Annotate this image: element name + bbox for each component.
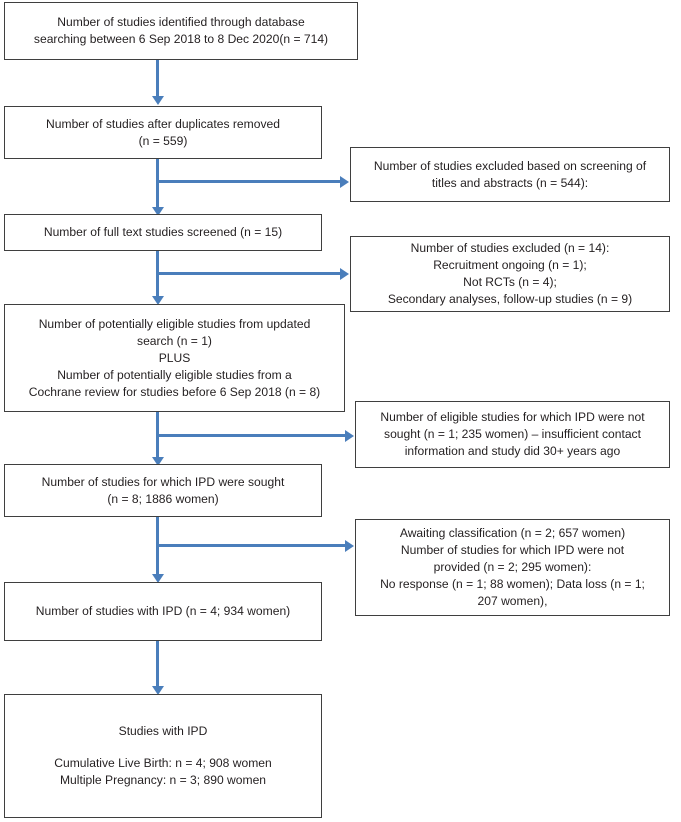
arrowhead-down	[151, 96, 164, 105]
box-ipd-not-provided: Awaiting classification (n = 2; 657 wome…	[355, 519, 670, 616]
box-line: Cumulative Live Birth: n = 4; 908 women	[54, 756, 272, 770]
branch-to-ipd-not-provided	[156, 544, 346, 547]
arrowhead-down	[151, 457, 164, 466]
box-line: titles and abstracts (n = 544):	[431, 175, 589, 190]
branch-to-ipd-not-sought	[156, 434, 346, 437]
connector-studies-with-ipd-to-outcomes	[156, 641, 159, 689]
box-line: 207 women),	[477, 594, 548, 608]
box-line: Number of studies for which IPD were not	[400, 543, 625, 557]
connector-fulltext-to-eligible	[156, 251, 159, 299]
box-line: Number of eligible studies for which IPD…	[380, 410, 645, 424]
connector-identified-to-duplicates	[156, 60, 159, 98]
box-line: Number of potentially eligible studies f…	[38, 316, 311, 331]
box-line: Number of full text studies screened (n …	[43, 225, 283, 239]
box-line: Number of studies with IPD (n = 4; 934 w…	[35, 604, 291, 618]
box-line: Number of potentially eligible studies f…	[57, 367, 292, 382]
box-line: Number of studies excluded based on scre…	[373, 158, 647, 173]
box-ipd-not-sought: Number of eligible studies for which IPD…	[355, 401, 670, 468]
box-line: searching between 6 Sep 2018 to 8 Dec 20…	[33, 32, 329, 46]
box-outcomes: Studies with IPD Cumulative Live Birth: …	[4, 694, 322, 818]
box-line: Cochrane review for studies before 6 Sep…	[28, 384, 321, 399]
box-excluded-screening: Number of studies excluded based on scre…	[350, 147, 670, 202]
box-duplicates-removed: Number of studies after duplicates remov…	[4, 106, 322, 159]
box-line: Not RCTs (n = 4);	[463, 275, 557, 289]
box-excluded-full-text: Number of studies excluded (n = 14): Rec…	[350, 236, 670, 312]
box-ipd-sought: Number of studies for which IPD were sou…	[4, 464, 322, 517]
arrowhead-right	[340, 175, 349, 188]
arrowhead-down	[151, 207, 164, 216]
box-line: Number of studies identified through dat…	[57, 15, 305, 29]
box-line: Recruitment ongoing (n = 1);	[433, 258, 587, 272]
box-line: provided (n = 2; 295 women):	[433, 560, 592, 574]
box-potentially-eligible: Number of potentially eligible studies f…	[4, 304, 345, 412]
branch-to-excluded-screening	[156, 180, 341, 183]
box-studies-with-ipd: Number of studies with IPD (n = 4; 934 w…	[4, 582, 322, 641]
box-line: search (n = 1)	[137, 333, 212, 348]
arrowhead-right	[345, 539, 354, 552]
box-line: Multiple Pregnancy: n = 3; 890 women	[59, 773, 267, 787]
box-line: sought (n = 1; 235 women) – insufficient…	[384, 427, 641, 441]
box-line: (n = 559)	[138, 133, 188, 148]
arrowhead-right	[340, 267, 349, 280]
box-line: PLUS	[158, 350, 191, 365]
box-full-text-screened: Number of full text studies screened (n …	[4, 214, 322, 251]
box-title: Studies with IPD	[118, 724, 208, 738]
arrowhead-down	[151, 574, 164, 583]
connector-ipd-sought-to-studies-with-ipd	[156, 517, 159, 577]
box-line: Secondary analyses, follow-up studies (n…	[387, 292, 633, 306]
arrowhead-down	[151, 296, 164, 305]
box-line: information and study did 30+ years ago	[404, 444, 621, 458]
branch-to-excluded-fulltext	[156, 272, 341, 275]
box-studies-identified: Number of studies identified through dat…	[4, 2, 358, 60]
arrowhead-down	[151, 686, 164, 695]
box-line: No response (n = 1; 88 women); Data loss…	[380, 577, 645, 591]
box-line: Number of studies for which IPD were sou…	[41, 474, 285, 489]
arrowhead-right	[345, 429, 354, 442]
box-line: Awaiting classification (n = 2; 657 wome…	[399, 526, 626, 540]
box-line: (n = 8; 1886 women)	[107, 491, 219, 506]
box-line: Number of studies excluded (n = 14):	[410, 241, 610, 255]
box-line: Number of studies after duplicates remov…	[46, 116, 280, 131]
connector-duplicates-to-fulltext	[156, 159, 159, 209]
